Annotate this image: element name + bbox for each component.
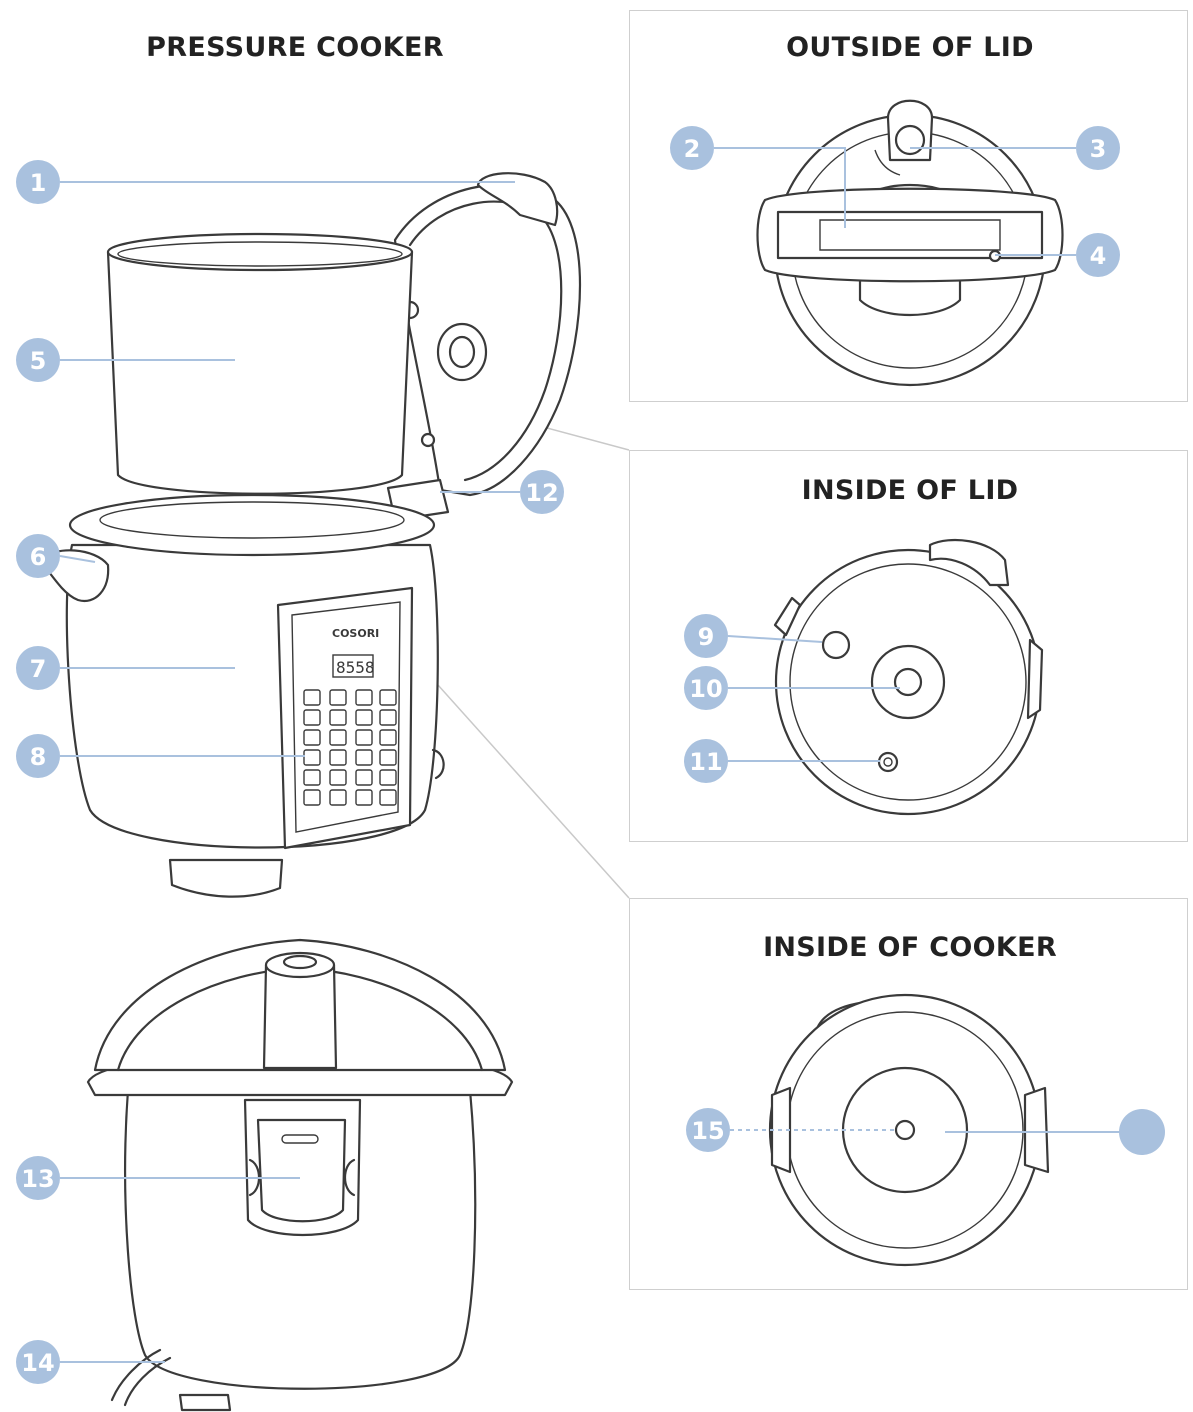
callout-16-blank [1119, 1109, 1165, 1155]
callout-1: 1 [16, 160, 60, 204]
svg-text:6: 6 [30, 543, 47, 571]
display-digits: 8558 [336, 658, 375, 677]
callout-7: 7 [16, 646, 60, 690]
svg-text:13: 13 [21, 1165, 54, 1193]
callout-6: 6 [16, 534, 60, 578]
inner-pot [108, 234, 412, 494]
svg-text:4: 4 [1090, 242, 1107, 270]
callout-9: 9 [684, 614, 728, 658]
callout-12: 12 [520, 470, 564, 514]
callout-14: 14 [16, 1340, 60, 1384]
svg-text:8: 8 [30, 743, 47, 771]
callout-8: 8 [16, 734, 60, 778]
svg-text:12: 12 [525, 479, 558, 507]
callout-2: 2 [670, 126, 714, 170]
svg-text:10: 10 [689, 675, 722, 703]
callout-15: 15 [686, 1108, 730, 1152]
svg-text:2: 2 [684, 135, 701, 163]
pressure-cooker-illustration: COSORI 8558 [40, 173, 580, 896]
callout-11: 11 [684, 739, 728, 783]
svg-text:11: 11 [689, 748, 722, 776]
callout-3: 3 [1076, 126, 1120, 170]
svg-text:3: 3 [1090, 135, 1107, 163]
svg-text:14: 14 [21, 1349, 54, 1377]
svg-text:15: 15 [691, 1117, 724, 1145]
svg-text:7: 7 [30, 655, 47, 683]
callout-10: 10 [684, 666, 728, 710]
control-panel: COSORI 8558 [278, 588, 412, 848]
callout-5: 5 [16, 338, 60, 382]
cooker-rear-illustration [88, 940, 512, 1410]
brand-label: COSORI [332, 627, 379, 640]
inside-lid-illustration [775, 540, 1042, 814]
svg-text:1: 1 [30, 169, 47, 197]
open-lid [395, 173, 580, 495]
outside-lid-illustration [758, 101, 1063, 385]
callout-13: 13 [16, 1156, 60, 1200]
callout-4: 4 [1076, 233, 1120, 277]
svg-text:9: 9 [698, 623, 715, 651]
svg-text:5: 5 [30, 347, 47, 375]
